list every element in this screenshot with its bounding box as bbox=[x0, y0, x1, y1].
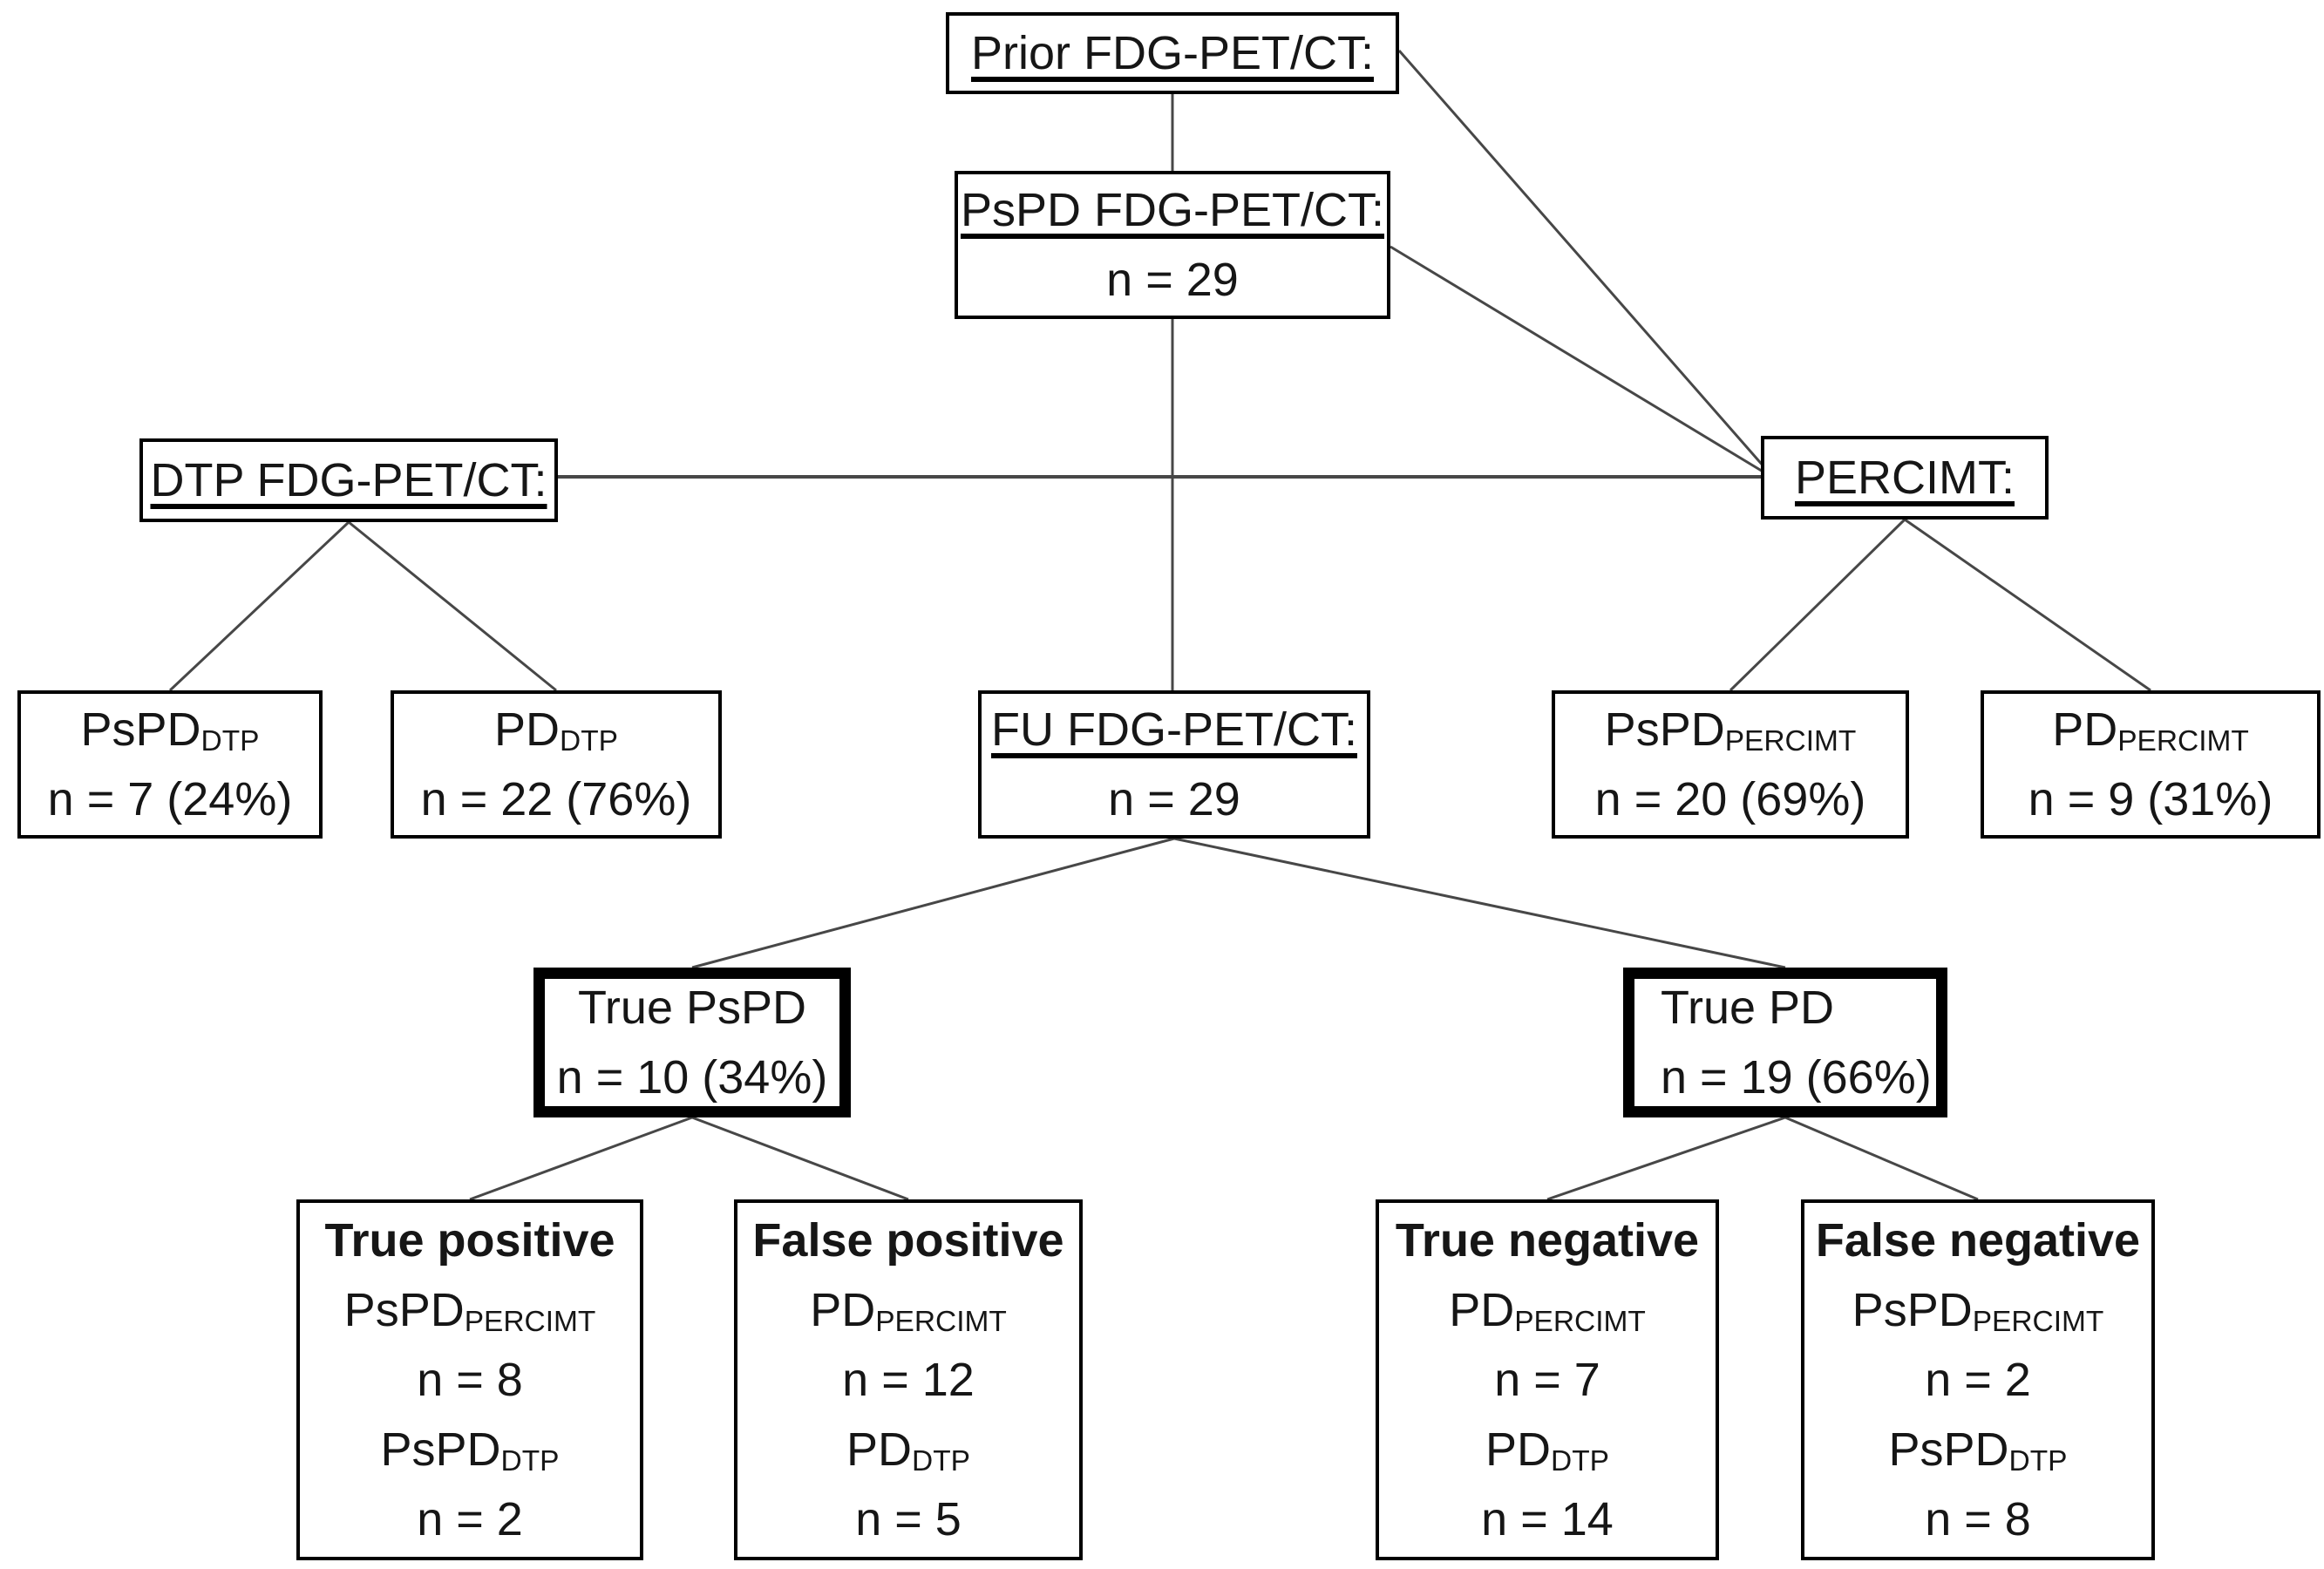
connector-percimt-to-pspdpercimt bbox=[1729, 518, 1906, 692]
outcome-header: False negative bbox=[1815, 1214, 2141, 1267]
node-label: PDPERCIMT bbox=[1449, 1275, 1646, 1345]
node-count: n = 29 bbox=[1106, 254, 1239, 306]
label-subscript: PERCIMT bbox=[875, 1306, 1007, 1339]
node-count: n = 12 bbox=[842, 1354, 975, 1406]
label-subscript: PERCIMT bbox=[2117, 725, 2249, 758]
node-title: FU FDG-PET/CT: bbox=[991, 703, 1357, 756]
label-subscript: PERCIMT bbox=[1724, 725, 1857, 758]
node-fu-fdg-pet-ct: FU FDG-PET/CT: n = 29 bbox=[978, 690, 1370, 839]
outcome-header: False positive bbox=[752, 1214, 1064, 1267]
node-label: PDDTP bbox=[846, 1415, 970, 1484]
node-false-positive: False positive PDPERCIMT n = 12 PDDTP n … bbox=[734, 1199, 1083, 1560]
node-count: n = 2 bbox=[417, 1493, 523, 1545]
node-label: PsPDDTP bbox=[1889, 1415, 2068, 1484]
label-subscript: DTP bbox=[1551, 1445, 1609, 1478]
node-title: PsPD FDG-PET/CT: bbox=[960, 184, 1385, 236]
label-main: PD bbox=[846, 1423, 913, 1476]
node-count: n = 29 bbox=[1108, 773, 1240, 825]
label-main: PD bbox=[810, 1284, 876, 1336]
connector-dtp-to-pddtp bbox=[348, 520, 557, 692]
connector-percimt-to-pdpercimt bbox=[1904, 518, 2151, 692]
label-main: PsPD bbox=[1852, 1284, 1973, 1336]
node-count: n = 9 (31%) bbox=[2028, 773, 2273, 825]
outcome-header: True positive bbox=[324, 1214, 615, 1267]
node-pd-dtp: PDDTP n = 22 (76%) bbox=[391, 690, 722, 839]
node-count: n = 5 bbox=[855, 1493, 962, 1545]
label-main: PsPD bbox=[380, 1423, 501, 1476]
node-pspd-percimt: PsPDPERCIMT n = 20 (69%) bbox=[1552, 690, 1909, 839]
node-title: Prior FDG-PET/CT: bbox=[970, 27, 1374, 79]
node-title: PERCIMT: bbox=[1794, 452, 2015, 504]
node-count: n = 7 bbox=[1494, 1354, 1600, 1406]
node-title: True PD bbox=[1661, 981, 1835, 1034]
label-subscript: PERCIMT bbox=[464, 1306, 596, 1339]
node-pd-percimt: PDPERCIMT n = 9 (31%) bbox=[1981, 690, 2321, 839]
outcome-header: True negative bbox=[1395, 1214, 1700, 1267]
node-prior-fdg-pet-ct: Prior FDG-PET/CT: bbox=[946, 12, 1399, 94]
connector-truepd-to-tn bbox=[1546, 1116, 1786, 1201]
node-count: n = 7 (24%) bbox=[47, 773, 293, 825]
connector-truepd-to-fn bbox=[1784, 1116, 1979, 1201]
node-label: PsPDPERCIMT bbox=[344, 1275, 596, 1345]
node-label: PsPDDTP bbox=[381, 1415, 560, 1484]
connector-fu-to-truepd bbox=[1173, 837, 1786, 969]
node-pspd-fdg-pet-ct: PsPD FDG-PET/CT: n = 29 bbox=[955, 171, 1390, 319]
label-main: PsPD bbox=[1888, 1423, 2009, 1476]
node-label: PsPDDTP bbox=[81, 695, 260, 764]
node-percimt: PERCIMT: bbox=[1761, 436, 2049, 520]
label-main: PsPD bbox=[80, 703, 201, 756]
connector-pspdfdg-to-percimt bbox=[1390, 245, 1765, 474]
label-main: PsPD bbox=[1604, 703, 1725, 756]
label-subscript: DTP bbox=[2008, 1445, 2068, 1478]
node-pspd-dtp: PsPDDTP n = 7 (24%) bbox=[17, 690, 323, 839]
connector-dtp-to-pspddtp bbox=[168, 520, 350, 692]
node-label: PDPERCIMT bbox=[810, 1275, 1007, 1345]
node-count: n = 22 (76%) bbox=[420, 773, 692, 825]
label-subscript: DTP bbox=[500, 1445, 560, 1478]
node-label: PDPERCIMT bbox=[2052, 695, 2249, 764]
label-main: PD bbox=[2052, 703, 2118, 756]
node-title: DTP FDG-PET/CT: bbox=[150, 454, 547, 506]
connector-truepspd-to-fp bbox=[691, 1116, 909, 1201]
label-main: PD bbox=[494, 703, 561, 756]
node-dtp-fdg-pet-ct: DTP FDG-PET/CT: bbox=[139, 438, 558, 522]
node-label: PDDTP bbox=[1485, 1415, 1609, 1484]
label-main: PsPD bbox=[343, 1284, 465, 1336]
node-count: n = 19 (66%) bbox=[1661, 1051, 1932, 1104]
node-count: n = 8 bbox=[1925, 1493, 2031, 1545]
connector-truepspd-to-tp bbox=[469, 1116, 693, 1201]
node-count: n = 10 (34%) bbox=[556, 1051, 828, 1104]
node-label: PsPDPERCIMT bbox=[1605, 695, 1857, 764]
node-true-pd: True PD n = 19 (66%) bbox=[1623, 968, 1947, 1117]
label-subscript: PERCIMT bbox=[1972, 1306, 2104, 1339]
node-true-positive: True positive PsPDPERCIMT n = 8 PsPDDTP … bbox=[296, 1199, 643, 1560]
label-main: PD bbox=[1449, 1284, 1515, 1336]
node-label: PDDTP bbox=[494, 695, 618, 764]
node-count: n = 14 bbox=[1481, 1493, 1614, 1545]
node-false-negative: False negative PsPDPERCIMT n = 2 PsPDDTP… bbox=[1801, 1199, 2155, 1560]
node-count: n = 2 bbox=[1925, 1354, 2031, 1406]
label-subscript: PERCIMT bbox=[1514, 1306, 1646, 1339]
node-count: n = 20 (69%) bbox=[1594, 773, 1866, 825]
label-subscript: DTP bbox=[560, 725, 618, 758]
label-main: PD bbox=[1485, 1423, 1552, 1476]
label-subscript: DTP bbox=[200, 725, 260, 758]
node-true-pspd: True PsPD n = 10 (34%) bbox=[533, 968, 851, 1117]
node-count: n = 8 bbox=[417, 1354, 523, 1406]
connector-prior-to-percimt bbox=[1397, 50, 1766, 468]
node-true-negative: True negative PDPERCIMT n = 7 PDDTP n = … bbox=[1376, 1199, 1719, 1560]
node-title: True PsPD bbox=[577, 981, 807, 1034]
label-subscript: DTP bbox=[912, 1445, 970, 1478]
node-label: PsPDPERCIMT bbox=[1852, 1275, 2104, 1345]
connector-fu-to-truepspd bbox=[691, 837, 1175, 969]
